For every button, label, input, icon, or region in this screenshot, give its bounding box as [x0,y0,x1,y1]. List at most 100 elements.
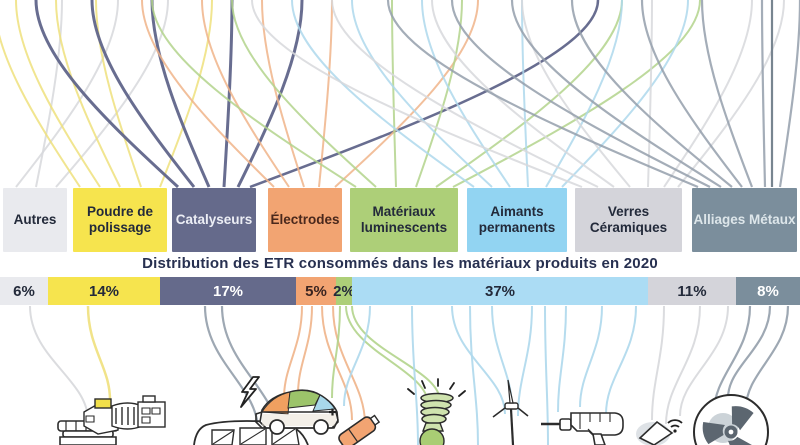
cfl-bulb-icon [407,378,466,445]
flow-line [561,0,689,188]
category-boxes-row: Autres Poudre de polissage Catalyseurs Élec… [0,188,800,252]
flow-line [331,305,341,399]
flow-line [700,0,754,188]
flow-line [351,305,441,402]
flow-line [332,305,366,425]
bar-segment-8: 8% [736,277,800,305]
flow-line [201,0,290,188]
bar-segment-label: 17% [212,282,244,300]
flow-line [35,0,63,188]
flow-line [521,0,631,188]
flow-line [451,305,506,415]
flow-line [95,0,142,188]
flow-line [605,305,637,415]
flow-line [0,34,81,188]
flow-line [640,0,743,188]
category-label: Alliages Métaux [693,212,796,228]
flow-line [517,305,533,417]
flow-line [557,305,567,413]
flow-line [55,0,169,188]
bar-segment-label: 11% [677,282,707,300]
flow-line [261,0,305,188]
flow-line [55,0,121,188]
flow-line [545,0,623,188]
flow-line [579,305,603,408]
category-box-6: Aimants permanents [467,188,567,252]
bar-segment-label: 6% [13,282,35,300]
category-box-2: Poudre de polissage [73,188,167,252]
flow-line [411,305,419,445]
bar-segment-label: 8% [757,282,779,300]
distribution-bar: 6% 14% 17% 5% 2% 37% 11% 8% [0,277,800,305]
flow-line [159,0,213,188]
factory-icon [83,395,166,435]
flow-line [283,305,303,399]
bar-segment-7: 11% [648,277,736,305]
bar-segment-4: 5% [296,277,336,305]
bar-segment-label: 2% [333,282,355,300]
flow-line [34,0,180,188]
category-label: Catalyseurs [175,212,253,228]
flow-line [469,305,479,445]
flow-line [521,0,529,188]
flow-line [351,0,493,188]
flows-into-categories [0,0,800,188]
flow-line [386,0,699,188]
flow-line [15,0,101,188]
bar-segment-label: 5% [305,282,327,300]
bar-segment-6: 37% [352,277,648,305]
flow-line [90,0,196,188]
category-box-7: Verres Céramiques [575,188,682,252]
flow-line [150,0,211,188]
bar-segment-3: 17% [160,277,296,305]
drill-icon [541,412,624,445]
flow-line [321,305,353,421]
flow-line [679,305,729,417]
flow-line [345,305,429,405]
flow-line [86,305,112,401]
flow-line [291,0,475,188]
flow-line [450,0,711,188]
battery-icon [329,408,381,445]
wifi-device-icon [636,419,683,445]
flow-line [343,305,371,407]
flow-line [760,0,767,188]
category-box-1: Autres [3,188,67,252]
flow-line [415,0,463,188]
flow-line [663,0,753,188]
flow-line [431,0,615,188]
flow-line [665,305,701,425]
flow-line [544,305,549,445]
flow-line [435,0,623,188]
bar-segment-5: 2% [333,277,355,305]
flow-line [203,305,260,431]
category-box-5: Matériaux luminescents [350,188,458,252]
flow-line [510,0,722,188]
category-box-4: Électrodes [268,188,342,252]
flow-line [15,0,119,188]
flow-line [677,0,785,188]
flow-line [29,305,89,421]
flow-line [647,0,653,188]
flow-line [651,305,665,421]
bar-segment-label: 37% [484,282,516,300]
flow-line [421,0,511,188]
flow-line [334,0,479,188]
bar-segment-label: 14% [88,282,120,300]
category-label: Autres [13,212,57,228]
flow-line [744,305,790,409]
flow-line [251,0,583,188]
category-box-8: Alliages Métaux [692,188,797,252]
flow-line [726,305,772,399]
category-label: Aimants permanents [478,204,556,235]
wind-turbine-icon [492,379,529,445]
radiation-icon [693,394,769,445]
category-label: Poudre de polissage [86,204,153,235]
flow-line [570,0,733,188]
category-label: Électrodes [270,212,340,228]
electric-car-icon [240,376,339,435]
category-label: Verres Céramiques [589,204,668,235]
flow-line [151,0,357,188]
